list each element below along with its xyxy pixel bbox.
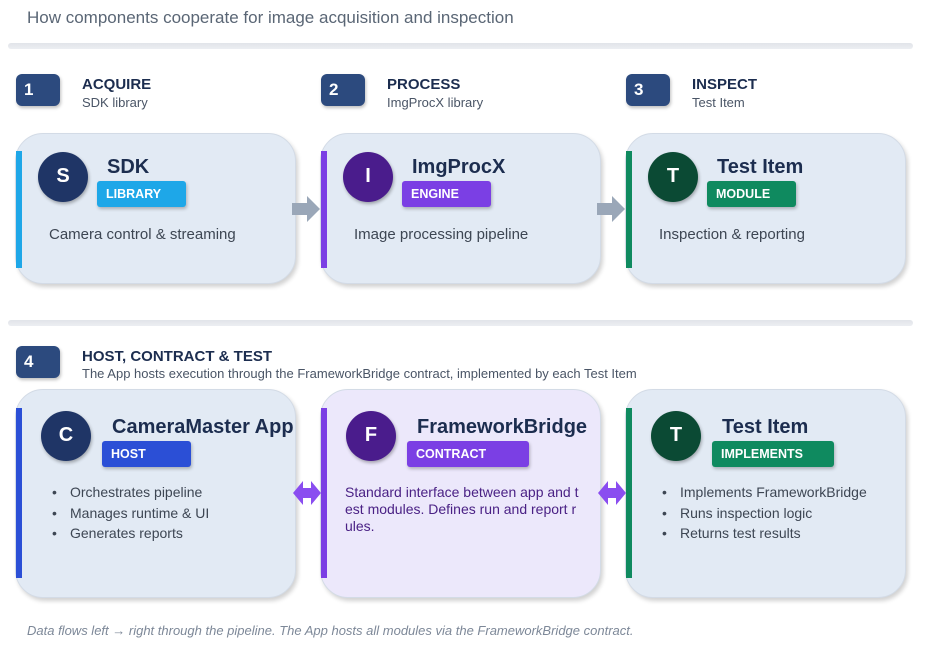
test-item-module-accent-bar <box>626 151 632 268</box>
frameworkbridge-name: FrameworkBridge <box>417 416 588 438</box>
sdk-badge: LIBRARY <box>97 181 186 207</box>
list-item: Generates reports <box>50 523 209 544</box>
top-divider <box>8 43 913 49</box>
list-item: Orchestrates pipeline <box>50 482 209 503</box>
step-2-title: PROCESS <box>387 76 461 93</box>
middle-divider <box>8 320 913 326</box>
imgprocx-accent-bar <box>321 151 327 268</box>
flow-arrow-imgprocx-to-test-item <box>597 196 625 222</box>
step-4-number: 4 <box>16 346 60 378</box>
cameramaster-app-name: CameraMaster App <box>112 416 294 438</box>
sdk-description: Camera control & streaming <box>49 226 236 243</box>
step-3-title: INSPECT <box>692 76 758 93</box>
cameramaster-app-bullet-list: Orchestrates pipeline Manages runtime & … <box>50 482 209 544</box>
test-item-module-initial-circle: T <box>648 152 698 202</box>
step-1-number: 1 <box>16 74 60 106</box>
test-item-module-badge: MODULE <box>707 181 796 207</box>
step-3-subtitle: Test Item <box>692 95 745 110</box>
bidirectional-arrow-app-bridge <box>293 481 321 505</box>
test-item-implements-badge: IMPLEMENTS <box>712 441 834 467</box>
step-1-title: ACQUIRE <box>82 76 152 93</box>
list-item: Manages runtime & UI <box>50 503 209 524</box>
list-item: Returns test results <box>660 523 867 544</box>
step-1-subtitle: SDK library <box>82 95 148 110</box>
test-item-module-description: Inspection & reporting <box>659 226 805 243</box>
sdk-accent-bar <box>16 151 22 268</box>
test-item-implements-accent-bar <box>626 408 632 578</box>
test-item-implements-name: Test Item <box>722 416 809 438</box>
cameramaster-app-badge: HOST <box>102 441 191 467</box>
list-item: Runs inspection logic <box>660 503 867 524</box>
cameramaster-app-initial-circle: C <box>41 411 91 461</box>
footer-note: Data flows left → right through the pipe… <box>27 623 634 638</box>
step-3-number: 3 <box>626 74 670 106</box>
frameworkbridge-badge: CONTRACT <box>407 441 529 467</box>
flow-arrow-sdk-to-imgprocx <box>292 196 320 222</box>
frameworkbridge-accent-bar <box>321 408 327 578</box>
step-4-subtitle: The App hosts execution through the Fram… <box>82 366 637 381</box>
list-item: Implements FrameworkBridge <box>660 482 867 503</box>
test-item-module-name: Test Item <box>717 156 804 178</box>
imgprocx-description: Image processing pipeline <box>354 226 529 243</box>
sdk-name: SDK <box>107 156 150 178</box>
test-item-implements-initial-circle: T <box>651 411 701 461</box>
bidirectional-arrow-bridge-test <box>598 481 626 505</box>
imgprocx-initial-circle: I <box>343 152 393 202</box>
sdk-initial-circle: S <box>38 152 88 202</box>
step-2-subtitle: ImgProcX library <box>387 95 484 110</box>
imgprocx-badge: ENGINE <box>402 181 491 207</box>
step-4-title: HOST, CONTRACT & TEST <box>82 348 272 365</box>
imgprocx-name: ImgProcX <box>412 156 506 178</box>
test-item-implements-bullet-list: Implements FrameworkBridge Runs inspecti… <box>660 482 867 544</box>
step-2-number: 2 <box>321 74 365 106</box>
cameramaster-app-accent-bar <box>16 408 22 578</box>
diagram-title: How components cooperate for image acqui… <box>27 8 514 27</box>
frameworkbridge-initial-circle: F <box>346 411 396 461</box>
frameworkbridge-description: Standard interface between app and test … <box>345 484 579 534</box>
